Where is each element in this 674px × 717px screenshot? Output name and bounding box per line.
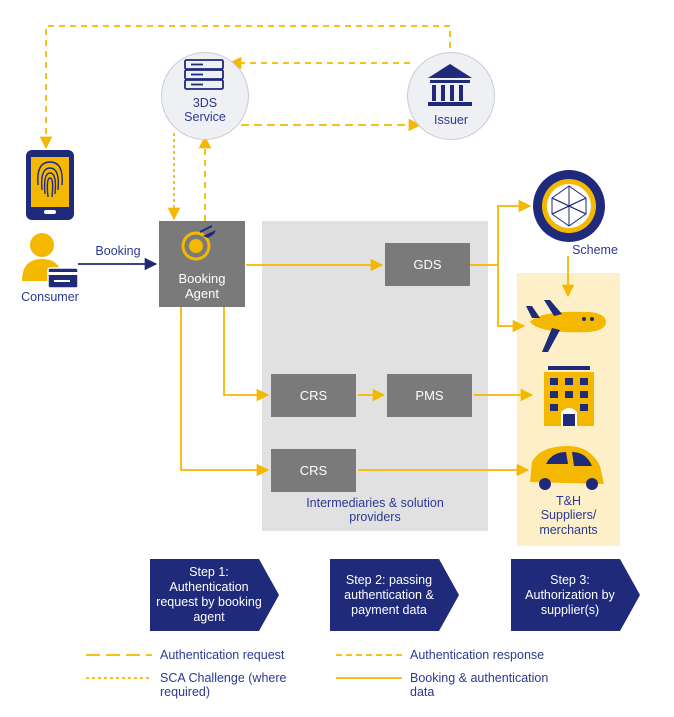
- 3ds-service-node: 3DS Service: [161, 52, 249, 140]
- gds-to-airline-arrow: [497, 265, 526, 333]
- agent-to-crs-bottom-arrow: [180, 307, 270, 477]
- crs-box-bottom: CRS: [271, 449, 356, 492]
- gds-box: GDS: [385, 243, 470, 286]
- legend-booking-data: Booking & authentication data: [410, 671, 549, 700]
- step-2-chevron: [330, 559, 459, 631]
- suppliers-label: T&H Suppliers/ merchants: [539, 494, 598, 537]
- credit-card-icon: [47, 267, 79, 289]
- step-2-label: Step 2: passing authentication & payment…: [344, 572, 434, 617]
- legend-sca-challenge: SCA Challenge (where required): [160, 671, 287, 700]
- step-3-chevron: [511, 559, 640, 631]
- issuer-label: Issuer: [433, 113, 469, 127]
- 3ds-service-label: 3DS Service: [184, 96, 226, 125]
- fingerprint-phone-icon: [26, 150, 74, 220]
- scheme-label: Scheme: [572, 243, 618, 257]
- legend-auth-request: Authentication request: [160, 648, 285, 662]
- globe-plane-icon: [181, 225, 216, 261]
- step-1-chevron: [150, 559, 279, 631]
- hotel-icon: [544, 366, 594, 426]
- step-3-label: Step 3: Authorization by supplier(s): [525, 572, 615, 617]
- booking-agent-label: Booking Agent: [178, 271, 226, 301]
- crs-box-top: CRS: [271, 374, 356, 417]
- step-1-label: Step 1: Authentication request by bookin…: [156, 565, 262, 624]
- airplane-icon: [526, 300, 606, 352]
- intermediaries-label: Intermediaries & solution providers: [306, 496, 444, 525]
- issuer-node: Issuer: [407, 52, 495, 140]
- car-icon: [530, 446, 604, 490]
- pms-box: PMS: [387, 374, 472, 417]
- globe-network-icon: [533, 170, 605, 242]
- legend-auth-response: Authentication response: [410, 648, 545, 662]
- booking-edge-label: Booking: [95, 244, 141, 258]
- agent-to-crs-top-arrow: [223, 307, 270, 402]
- gds-to-scheme-arrow: [470, 199, 532, 266]
- challenge-path-top: [39, 25, 451, 150]
- consumer-label: Consumer: [21, 290, 79, 304]
